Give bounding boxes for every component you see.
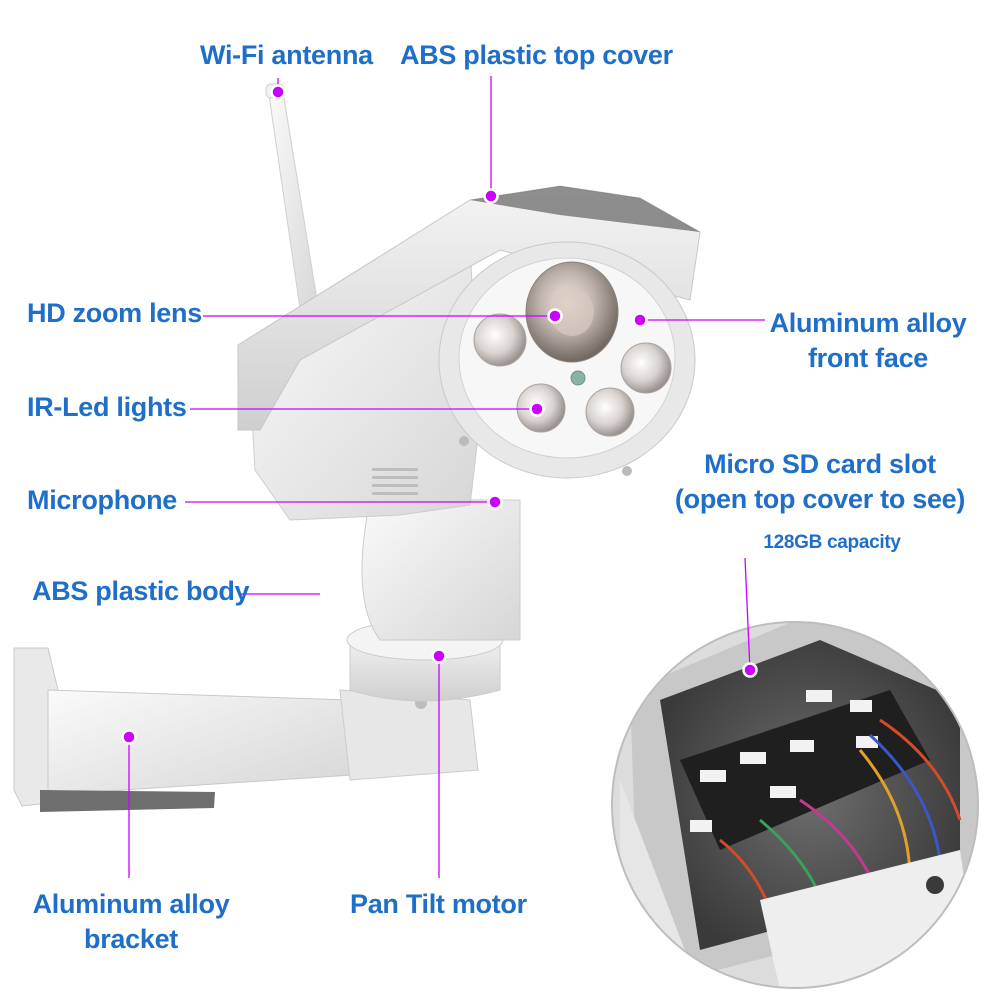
marker-front-face	[632, 312, 648, 328]
label-micro-sd-line1: Micro SD card slot	[704, 449, 936, 479]
label-pan-tilt-motor: Pan Tilt motor	[350, 889, 527, 919]
label-capacity: 128GB capacity	[763, 532, 901, 553]
marker-sd-slot	[742, 662, 758, 678]
inset-circuit-photo	[612, 622, 978, 988]
marker-zoom-lens	[547, 308, 563, 324]
bracket-shape	[13, 647, 479, 812]
label-aluminum-bracket-line1: Aluminum alloy	[32, 889, 230, 919]
marker-microphone	[487, 494, 503, 510]
label-microphone: Microphone	[27, 485, 177, 515]
marker-bracket	[121, 729, 137, 745]
label-micro-sd-line2: (open top cover to see)	[674, 484, 966, 514]
camera-body-shape	[237, 185, 701, 521]
pan-tilt-base-shape	[346, 499, 521, 702]
inset-circle-border	[611, 621, 979, 989]
label-wifi-antenna: Wi-Fi antenna	[200, 40, 373, 70]
marker-wifi-antenna	[270, 84, 286, 100]
marker-pan-tilt	[431, 648, 447, 664]
label-aluminum-front-line1: Aluminum alloy	[769, 308, 967, 338]
marker-dots	[121, 84, 758, 745]
marker-top-cover	[483, 188, 499, 204]
label-abs-top-cover: ABS plastic top cover	[400, 40, 673, 70]
label-aluminum-bracket-line2: bracket	[84, 924, 178, 954]
label-abs-body: ABS plastic body	[32, 576, 250, 606]
wifi-antenna-shape	[265, 83, 321, 323]
label-hd-zoom-lens: HD zoom lens	[27, 298, 202, 328]
leader-lines	[128, 76, 765, 878]
label-aluminum-front-line2: front face	[807, 343, 929, 373]
label-ir-led-lights: IR-Led lights	[27, 392, 187, 422]
marker-ir-led	[529, 401, 545, 417]
